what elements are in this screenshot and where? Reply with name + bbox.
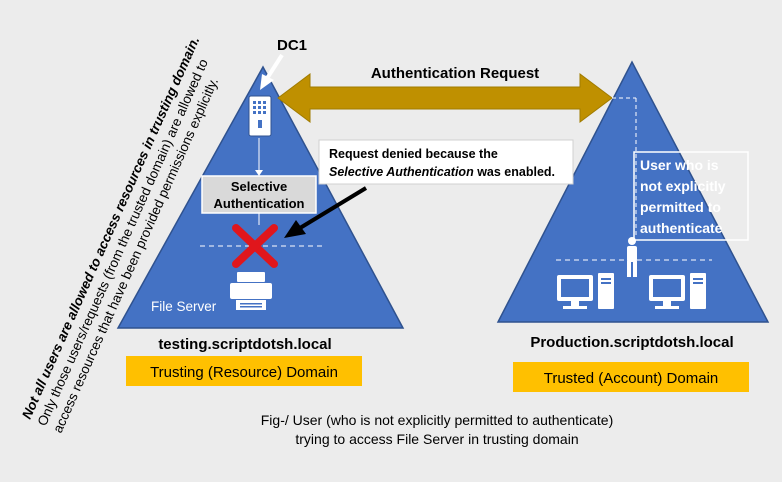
caption-line1: Fig-/ User (who is not explicitly permit…	[261, 412, 613, 428]
printer-icon	[230, 272, 272, 310]
selective-authentication-line1: Selective	[231, 179, 287, 194]
trusted-domain-triangle	[496, 60, 770, 323]
file-server-label: File Server	[151, 299, 217, 314]
denied-message-box	[318, 139, 574, 185]
user-note-line4: authenticate	[640, 220, 723, 236]
user-icon	[627, 237, 637, 277]
server-icon	[248, 95, 272, 137]
trusting-domain-label: Trusting (Resource) Domain	[150, 364, 338, 381]
user-note-line1: User who is	[640, 157, 719, 173]
selective-authentication-box	[201, 175, 317, 214]
user-note-line2: not explicitly	[640, 178, 726, 194]
deny-x-icon	[232, 224, 278, 268]
trusted-domain-label: Trusted (Account) Domain	[544, 370, 719, 387]
computer-icon-1	[557, 273, 614, 309]
trusted-domain-label-box	[513, 362, 749, 392]
denied-pointer	[298, 186, 368, 230]
trusting-domain-label-box	[126, 356, 362, 386]
denied-pointer-head	[284, 220, 306, 238]
dc1-pointer	[264, 53, 284, 82]
selective-authentication-line2: Authentication	[214, 196, 305, 211]
user-note-box	[633, 151, 749, 241]
denied-message-line2: Selective Authentication was enabled.	[329, 165, 555, 179]
denied-message-line1: Request denied because the	[329, 147, 498, 161]
authentication-request-label: Authentication Request	[371, 65, 539, 82]
dc1-pointer-head	[260, 74, 274, 90]
trusting-domain-name: testing.scriptdotsh.local	[158, 336, 331, 353]
caption-line2: trying to access File Server in trusting…	[295, 431, 578, 447]
user-note-line3: permitted to	[640, 199, 721, 215]
trusted-domain-name: Production.scriptdotsh.local	[530, 334, 733, 351]
dc-to-selective-arrowhead	[255, 170, 263, 176]
computer-icon-2	[649, 273, 706, 309]
dc1-label: DC1	[277, 37, 307, 54]
